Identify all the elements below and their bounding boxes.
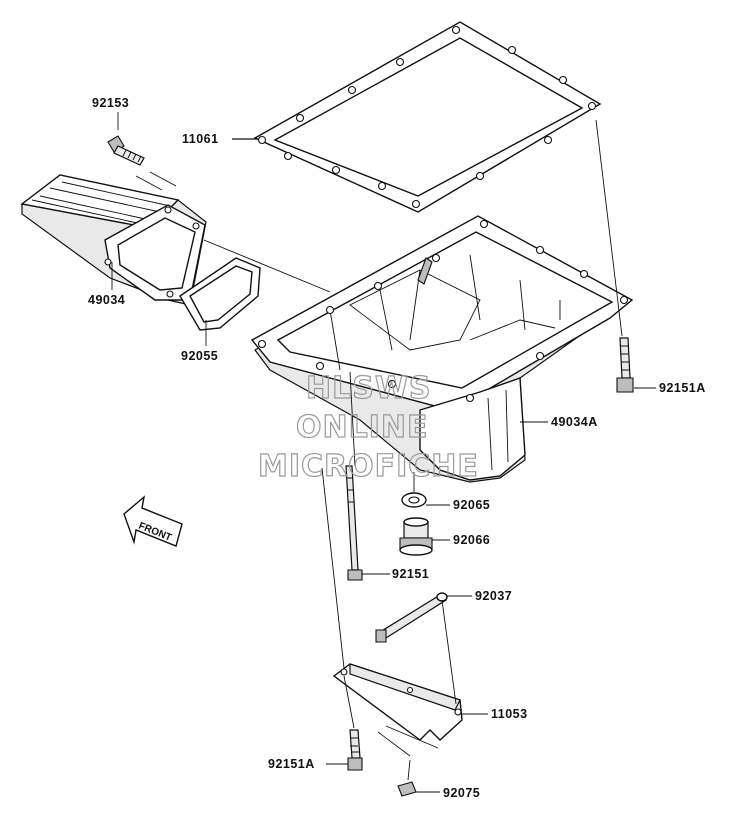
bolt-92151 <box>345 465 363 581</box>
bracket-11053 <box>332 663 463 741</box>
callout-11053: 11053 <box>491 707 528 721</box>
callout-92153: 92153 <box>92 96 129 110</box>
watermark: HLSWS ONLINE MICROFICHE <box>257 370 479 484</box>
callout-92151: 92151 <box>392 567 429 581</box>
callout-92066: 92066 <box>453 533 490 547</box>
callout-49034A: 49034A <box>551 415 598 429</box>
callout-92065: 92065 <box>453 498 490 512</box>
callout-92037: 92037 <box>475 589 512 603</box>
callout-92151A-top: 92151A <box>659 381 706 395</box>
bolt-92151A-top <box>616 337 634 393</box>
callout-92151A-bottom: 92151A <box>268 757 315 771</box>
callout-labels: 11061 92153 49034 92055 92151A 49034A 92… <box>88 96 706 800</box>
callout-11061: 11061 <box>182 132 219 146</box>
leader-lines <box>111 112 656 793</box>
baffle-49034 <box>20 174 207 306</box>
pipe-92037 <box>375 592 448 643</box>
oil-pan-gasket <box>253 21 602 213</box>
gasket-92055 <box>179 257 261 331</box>
drain-plug-92066 <box>399 517 433 556</box>
washer-92065 <box>401 492 427 508</box>
callout-49034: 49034 <box>88 293 125 307</box>
watermark-line2: ONLINE <box>296 410 429 445</box>
callout-92055: 92055 <box>181 349 218 363</box>
oil-pan-49034A <box>250 215 634 483</box>
watermark-line1: HLSWS <box>306 371 432 406</box>
callout-92075: 92075 <box>443 786 480 800</box>
front-arrow: FRONT <box>123 495 183 547</box>
bolt-92151A-bottom <box>347 729 363 771</box>
watermark-line3: MICROFICHE <box>258 449 479 484</box>
bolt-92153 <box>107 135 145 166</box>
clip-92075 <box>397 781 417 797</box>
